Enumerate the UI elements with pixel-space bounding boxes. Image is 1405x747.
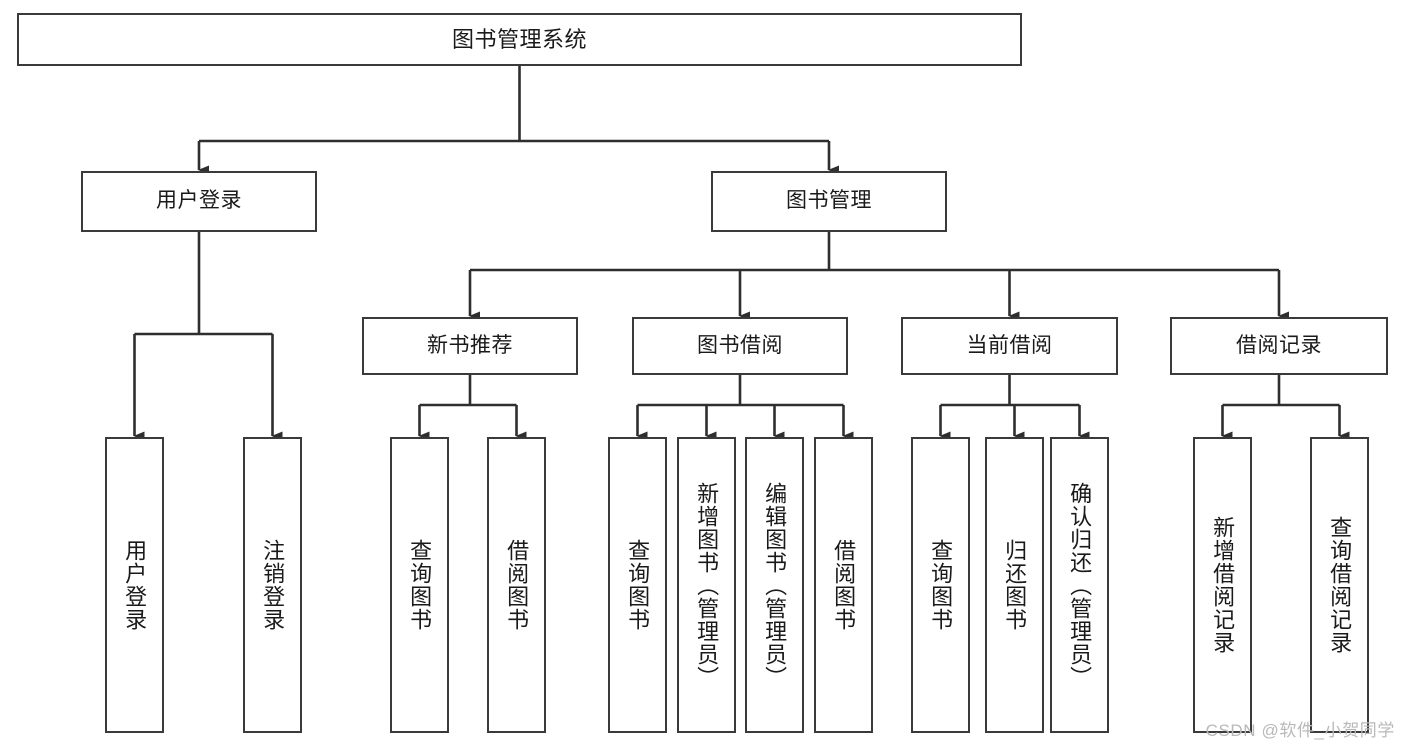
node-user-login-label: 用户登录 — [156, 189, 242, 213]
node-new-book-rec[interactable]: 新书推荐 — [362, 317, 578, 375]
node-leaf-borrow-query-label: 查询图书 — [625, 539, 651, 631]
node-leaf-rec-search-label: 查询借阅记录 — [1327, 516, 1353, 654]
node-leaf-borrow-add-label: 新增图书（管理员） — [694, 481, 720, 689]
node-leaf-rec-query-label: 查询图书 — [407, 539, 433, 631]
node-leaf-borrow-edit-label: 编辑图书（管理员） — [762, 481, 788, 689]
node-leaf-cur-return[interactable]: 归还图书 — [985, 437, 1044, 733]
node-book-manage[interactable]: 图书管理 — [711, 171, 947, 232]
node-leaf-cur-confirm-label: 确认归还（管理员） — [1067, 481, 1093, 689]
node-leaf-rec-borrow[interactable]: 借阅图书 — [487, 437, 546, 733]
node-borrow-record[interactable]: 借阅记录 — [1170, 317, 1388, 375]
node-leaf-cur-return-label: 归还图书 — [1002, 539, 1028, 631]
node-leaf-cur-query-label: 查询图书 — [928, 539, 954, 631]
edges-group — [133, 66, 1350, 441]
node-leaf-rec-add[interactable]: 新增借阅记录 — [1193, 437, 1252, 733]
node-new-book-rec-label: 新书推荐 — [427, 333, 513, 357]
node-leaf-cur-query[interactable]: 查询图书 — [911, 437, 970, 733]
node-leaf-borrow-add[interactable]: 新增图书（管理员） — [677, 437, 736, 733]
node-book-borrow[interactable]: 图书借阅 — [632, 317, 848, 375]
node-leaf-rec-add-label: 新增借阅记录 — [1210, 516, 1236, 654]
csdn-watermark: CSDN @软件_小贺同学 — [1205, 721, 1395, 740]
node-borrow-record-label: 借阅记录 — [1236, 333, 1322, 357]
node-leaf-user-login[interactable]: 用户登录 — [105, 437, 164, 733]
node-leaf-rec-borrow-label: 借阅图书 — [504, 539, 530, 631]
node-leaf-borrow-query[interactable]: 查询图书 — [608, 437, 667, 733]
node-root[interactable]: 图书管理系统 — [17, 13, 1022, 66]
node-leaf-user-logout-label: 注销登录 — [260, 539, 286, 631]
node-current-borrow[interactable]: 当前借阅 — [901, 317, 1118, 375]
node-book-borrow-label: 图书借阅 — [697, 333, 783, 357]
node-leaf-rec-query[interactable]: 查询图书 — [390, 437, 449, 733]
node-leaf-borrow-do-label: 借阅图书 — [831, 539, 857, 631]
node-current-borrow-label: 当前借阅 — [966, 333, 1053, 357]
node-leaf-borrow-edit[interactable]: 编辑图书（管理员） — [745, 437, 804, 733]
node-leaf-user-logout[interactable]: 注销登录 — [243, 437, 302, 733]
node-user-login[interactable]: 用户登录 — [81, 171, 317, 232]
node-root-label: 图书管理系统 — [451, 26, 587, 52]
node-book-manage-label: 图书管理 — [786, 189, 872, 213]
node-leaf-cur-confirm[interactable]: 确认归还（管理员） — [1050, 437, 1109, 733]
node-leaf-rec-search[interactable]: 查询借阅记录 — [1310, 437, 1369, 733]
node-leaf-borrow-do[interactable]: 借阅图书 — [814, 437, 873, 733]
node-leaf-user-login-label: 用户登录 — [122, 539, 148, 631]
